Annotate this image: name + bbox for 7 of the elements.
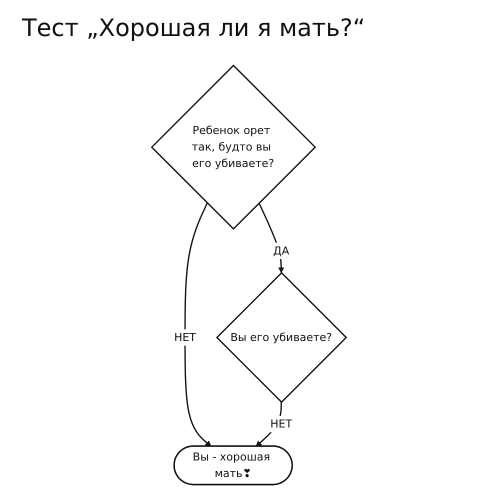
edge-label: НЕТ	[174, 329, 196, 346]
edge-label: ДА	[273, 242, 290, 260]
diagram-title: Тест „Хорошая ли я мать?“	[22, 14, 366, 42]
decision-diamond: Ребенок орет так, будто вы его убиваете?	[150, 64, 316, 230]
decision-diamond: Вы его убиваете?	[216, 272, 348, 404]
edge-label: НЕТ	[270, 416, 292, 432]
result-oval: Вы - хорошая мать❣	[173, 445, 293, 486]
